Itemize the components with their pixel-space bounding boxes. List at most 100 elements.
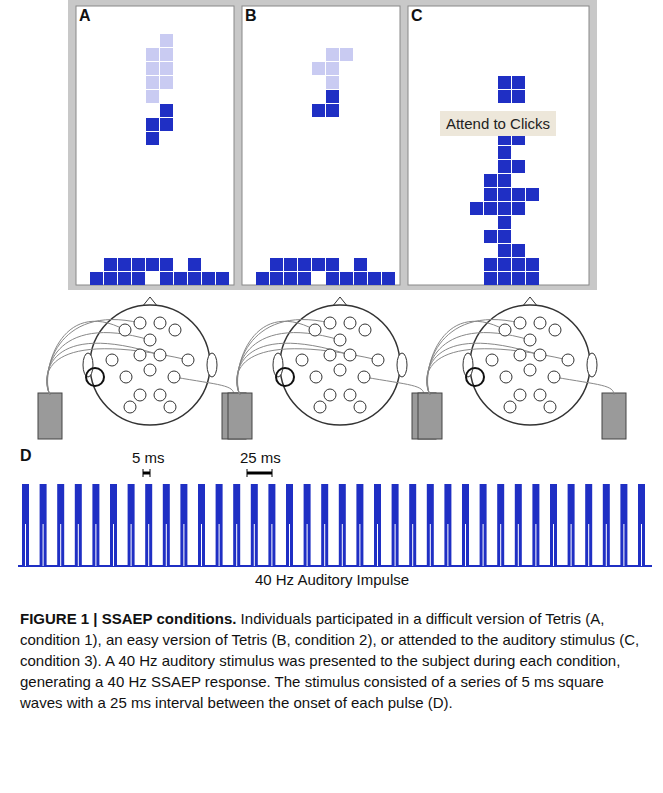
tetris-block [498,258,511,271]
pulse-stroke [307,524,308,566]
tetris-block [312,104,325,117]
electrode [119,324,131,336]
eeg-heads [38,297,626,439]
reference-marker [86,368,104,386]
pulse-stroke [359,524,360,566]
pulse-stroke [571,524,572,566]
tetris-block [146,118,159,131]
tetris-block [512,76,525,89]
pulse [22,484,29,566]
pulse [585,484,592,566]
tetris-block [498,202,511,215]
pulse [532,484,539,566]
tetris-block [484,188,497,201]
tetris-block [484,202,497,215]
pulse-stroke [588,524,589,566]
electrode [524,364,536,376]
reference-marker [466,368,484,386]
electrode [354,401,366,413]
tetris-block [174,272,187,285]
tetris-block [326,48,339,61]
pulse [374,484,381,566]
electrode [154,317,166,329]
pulse-stroke [219,524,220,566]
tetris-block [146,132,159,145]
ear [463,353,473,377]
tetris-block [118,258,131,271]
electrode [144,364,156,376]
tetris-block [498,90,511,103]
electrode [144,334,156,346]
tetris-block [498,146,511,159]
ear [273,353,283,377]
tetris-block [512,272,525,285]
electrode-wire [427,349,568,395]
electrode-wire [237,333,340,395]
tetris-block [312,258,325,271]
electrode [296,354,308,366]
electrode [499,324,511,336]
tetris-block [216,272,229,285]
tetris-block [512,258,525,271]
electrode [359,324,371,336]
pulse-stroke [95,524,96,566]
pulse [268,484,275,566]
panel-ground [68,0,597,290]
electrode [344,317,356,329]
electrode [169,324,181,336]
electrode [154,349,166,361]
electrode [514,317,526,329]
tetris-block [368,272,381,285]
tetris-panel [408,6,589,285]
tetris-block [470,202,483,215]
electrode-wire [427,333,530,395]
pulse-train [18,484,652,566]
tetris-block [160,34,173,47]
tetris-block [484,174,497,187]
electrode-wire [238,321,315,395]
tetris-blocks [90,34,539,285]
amplifier-box [418,393,442,439]
pulse-stroke [201,524,202,566]
tetris-block [298,272,311,285]
electrode [154,389,166,401]
electrode-wire [47,333,150,395]
tetris-block [90,272,103,285]
pulse-stroke [78,524,79,566]
electrode [324,389,336,401]
panel-letter: C [411,7,423,25]
electrode [524,334,536,346]
electrode [562,354,574,366]
electrode [134,317,146,329]
pulse [145,484,152,566]
electrode-wire [428,321,505,395]
tetris-block [498,230,511,243]
electrode [168,371,180,383]
electrode [134,389,146,401]
tetris-block [326,258,339,271]
electrode [504,401,516,413]
tetris-block [512,188,525,201]
pulse [321,484,328,566]
pulse [75,484,82,566]
electrode [500,371,512,383]
pulse-stroke [254,524,255,566]
electrode [324,349,336,361]
tetris-block [340,272,353,285]
tetris-block [498,76,511,89]
tetris-block [132,258,145,271]
pulse [392,484,399,566]
electrode [544,401,556,413]
electrode [334,334,346,346]
time-marks [143,469,272,477]
tetris-block [146,62,159,75]
pulse [92,484,99,566]
pulse-stroke [447,524,448,566]
electrode-wire [48,321,125,395]
electrode [372,354,384,366]
instruction-text: Attend to Clicks [446,115,550,132]
ear [207,353,217,377]
pulse [233,484,240,566]
tetris-block [526,188,539,201]
figure-caption: FIGURE 1 | SSAEP conditions. Individuals… [20,608,642,713]
